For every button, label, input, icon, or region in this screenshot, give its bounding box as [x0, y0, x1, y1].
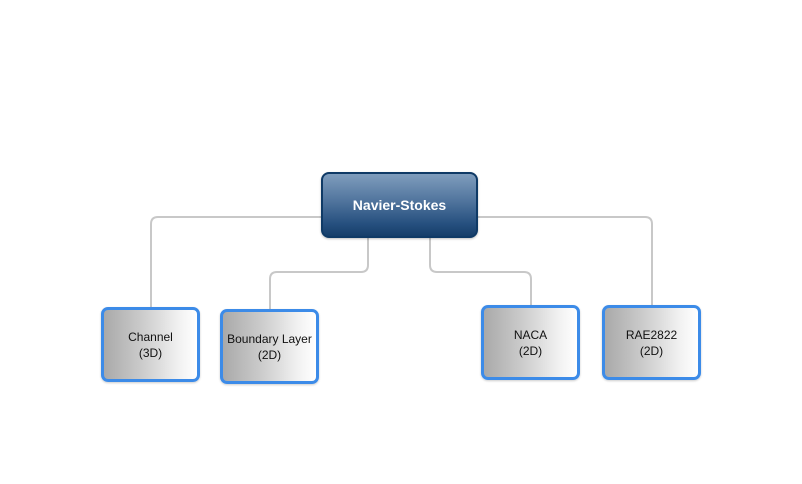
rae2822-dimension: (2D)	[639, 343, 664, 358]
navier-stokes-label: Navier-Stokes	[352, 197, 447, 213]
naca-dimension: (2D)	[518, 343, 543, 358]
boundary-layer-node[interactable]: Boundary Layer (2D)	[220, 309, 319, 384]
connector-boundary-layer	[269, 238, 369, 309]
navier-stokes-node[interactable]: Navier-Stokes	[321, 172, 478, 238]
channel-dimension: (3D)	[138, 345, 163, 360]
naca-node[interactable]: NACA (2D)	[481, 305, 580, 380]
rae2822-node[interactable]: RAE2822 (2D)	[602, 305, 701, 380]
boundary-layer-dimension: (2D)	[257, 347, 282, 362]
boundary-layer-name: Boundary Layer	[227, 331, 312, 346]
connector-naca	[429, 238, 532, 305]
rae2822-name: RAE2822	[625, 327, 678, 342]
connector-rae2822	[478, 216, 653, 305]
channel-name: Channel	[128, 329, 173, 344]
connector-channel	[150, 216, 321, 307]
naca-name: NACA	[513, 327, 548, 342]
channel-node[interactable]: Channel (3D)	[101, 307, 200, 382]
